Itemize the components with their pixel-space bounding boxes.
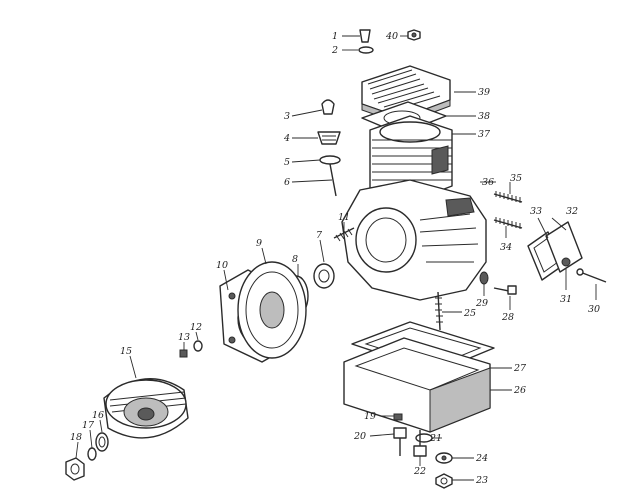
- callout-35: 35: [510, 173, 522, 184]
- filler-washer: [319, 155, 341, 165]
- callout-10: 10: [216, 260, 228, 271]
- dipstick-rod: [329, 163, 337, 197]
- callout-11: 11: [338, 212, 350, 223]
- callout-20: 20: [353, 431, 366, 442]
- stud-34: [493, 217, 523, 229]
- nut-13: [179, 349, 188, 358]
- callout-28: 28: [501, 312, 514, 323]
- dipstick-cap: [321, 99, 335, 115]
- callout-34: 34: [500, 242, 512, 253]
- callout-31: 31: [560, 294, 572, 305]
- bolt-30: [576, 268, 607, 283]
- flywheel: [103, 378, 189, 439]
- nut-23: [435, 473, 453, 489]
- nut-40: [407, 29, 421, 41]
- screw-29: [479, 271, 489, 285]
- callout-26: 26: [513, 385, 526, 396]
- callout-37: 37: [478, 129, 491, 140]
- callout-labels: 1 2 40 3 4 5 6 39 38 37 36 35 34 33 32 3…: [70, 31, 600, 486]
- stud-25: [435, 291, 443, 331]
- callout-6: 6: [284, 177, 290, 188]
- callout-3: 3: [284, 111, 290, 122]
- callout-33: 33: [530, 206, 542, 217]
- washer-2: [358, 46, 374, 54]
- washer-17: [87, 447, 97, 461]
- callout-27: 27: [513, 363, 527, 374]
- callout-22: 22: [413, 466, 426, 477]
- nut-18: [65, 457, 85, 481]
- callout-40: 40: [385, 31, 398, 42]
- callout-39: 39: [478, 87, 490, 98]
- callout-38: 38: [478, 111, 490, 122]
- plug-1: [359, 29, 371, 43]
- bolt-20: [393, 427, 407, 456]
- drain-plug-19: [393, 413, 403, 421]
- callout-1: 1: [332, 31, 338, 42]
- callout-7: 7: [316, 230, 323, 241]
- callout-25: 25: [463, 308, 476, 319]
- leader-lines: [75, 35, 597, 481]
- oil-sump: [343, 337, 491, 433]
- callout-18: 18: [70, 432, 82, 443]
- callout-15: 15: [120, 346, 132, 357]
- side-cover-plate: [527, 221, 583, 281]
- callout-2: 2: [331, 45, 338, 56]
- washer-12: [193, 340, 203, 352]
- callout-8: 8: [292, 254, 298, 265]
- callout-19: 19: [364, 411, 376, 422]
- callout-16: 16: [92, 410, 104, 421]
- cylinder-barrel: [369, 115, 453, 203]
- callout-13: 13: [178, 332, 190, 343]
- bolt-28: [493, 285, 517, 295]
- callout-29: 29: [475, 298, 488, 309]
- washer-24: [435, 452, 453, 464]
- filler-cap: [317, 131, 341, 145]
- callout-5: 5: [284, 157, 290, 168]
- callout-23: 23: [475, 475, 488, 486]
- washer-16: [95, 432, 109, 452]
- callout-32: 32: [566, 206, 578, 217]
- oil-seal: [313, 263, 335, 289]
- crankcase: [341, 179, 487, 301]
- callout-12: 12: [190, 322, 202, 333]
- stud-35: [493, 191, 523, 203]
- callout-4: 4: [283, 133, 290, 144]
- callout-30: 30: [588, 304, 600, 315]
- callout-21: 21: [429, 433, 442, 444]
- stud-11: [333, 227, 355, 242]
- callout-36: 36: [482, 177, 494, 188]
- bearing-housing: [237, 261, 307, 359]
- callout-24: 24: [475, 453, 488, 464]
- callout-9: 9: [256, 238, 262, 249]
- callout-17: 17: [82, 420, 95, 431]
